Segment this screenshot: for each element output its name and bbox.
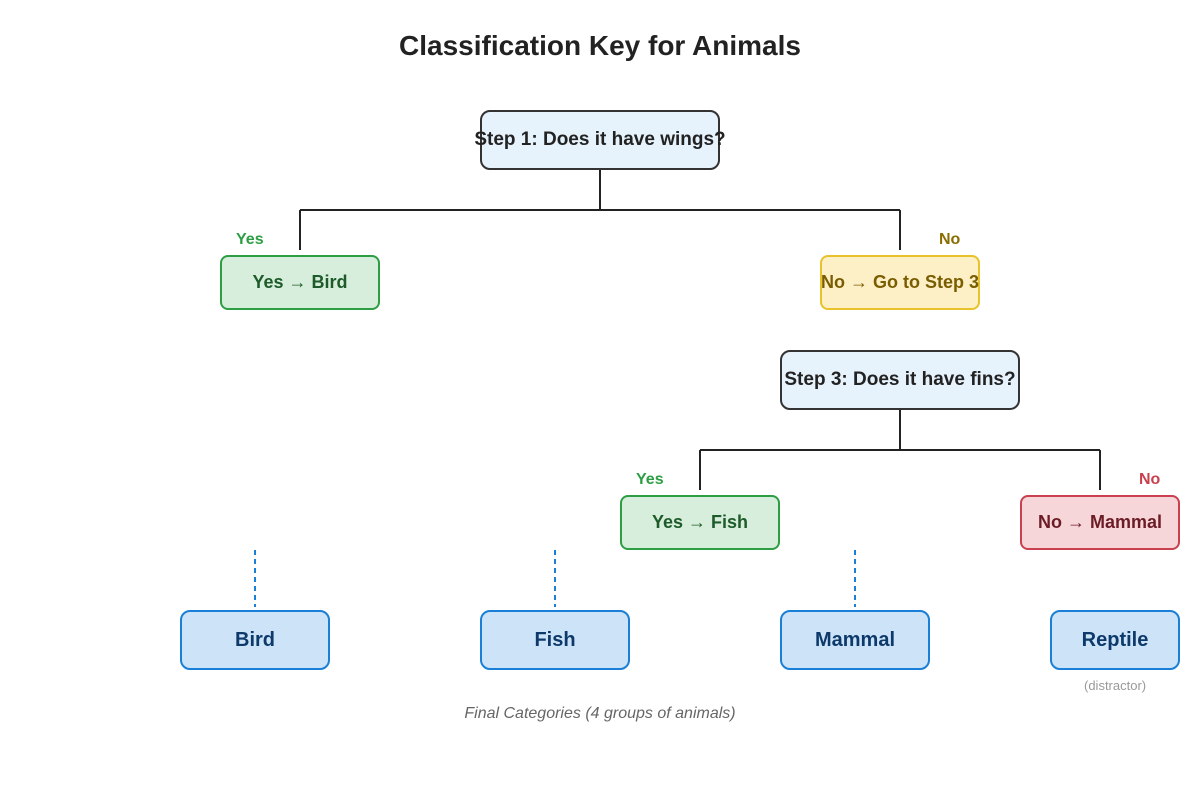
final-category-label: Bird [235, 628, 275, 651]
yes-fish-node: Yes → Fish [620, 495, 780, 550]
step1-question-node: Step 1: Does it have wings? [474, 110, 726, 170]
final-category-reptile: Reptile [1050, 610, 1180, 670]
yes-bird-node: Yes → Bird [220, 255, 380, 310]
step1-no-label: No [939, 231, 961, 248]
final-category-fish: Fish [480, 610, 630, 670]
yes-bird-text: Yes → Bird [252, 272, 348, 292]
distractor-note: (distractor) [1084, 678, 1147, 693]
go-to-step3-text: No → Go to Step 3 [821, 272, 980, 292]
no-mammal-text: No → Mammal [1037, 512, 1163, 532]
final-category-bird: Bird [180, 610, 330, 670]
yes-fish-text: Yes → Fish [651, 512, 749, 532]
final-category-label: Reptile [1081, 628, 1149, 651]
final-categories-caption: Final Categories (4 groups of animals) [464, 705, 736, 722]
step1-yes-label: Yes [236, 231, 264, 248]
no-mammal-node: No → Mammal [1020, 495, 1180, 550]
go-to-step3-node: No → Go to Step 3 [820, 255, 980, 310]
final-category-mammal: Mammal [780, 610, 930, 670]
final-category-label: Fish [534, 628, 576, 651]
step3-question-text: Step 3: Does it have fins? [784, 369, 1016, 390]
step3-question-node: Step 3: Does it have fins? [780, 350, 1020, 410]
diagram-title: Classification Key for Animals [399, 30, 801, 61]
final-category-label: Mammal [814, 628, 896, 651]
step3-yes-label: Yes [636, 471, 664, 488]
step3-no-label: No [1139, 471, 1161, 488]
step1-question-text: Step 1: Does it have wings? [474, 129, 726, 150]
